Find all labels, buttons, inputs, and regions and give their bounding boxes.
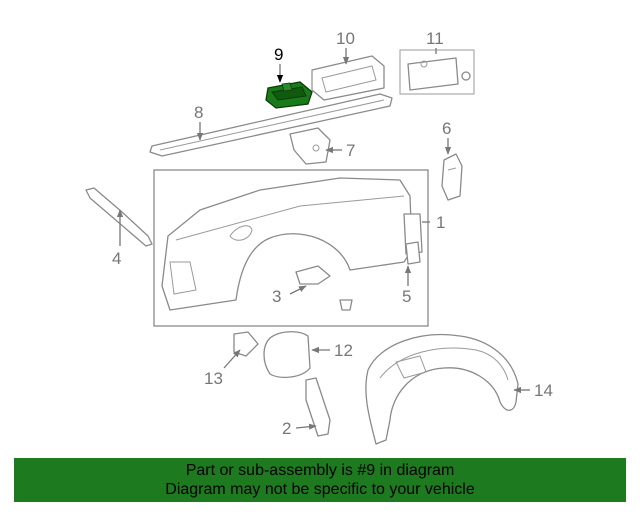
leader-3 [289,285,307,295]
part-1-bed-side[interactable] [161,177,423,311]
callout-9[interactable]: 9 [274,45,283,64]
callout-10[interactable]: 10 [336,29,355,48]
info-banner: Part or sub-assembly is #9 in diagram Di… [14,458,626,502]
callout-13[interactable]: 13 [204,369,223,388]
banner-line-1: Part or sub-assembly is #9 in diagram [185,462,455,479]
callout-6[interactable]: 6 [442,119,451,138]
part-4-rod[interactable] [85,187,153,247]
callout-1[interactable]: 1 [436,213,445,232]
part-6-bracket[interactable] [441,153,463,201]
part-7-bracket[interactable] [289,127,331,165]
part-11-plate[interactable] [399,49,475,95]
plug [339,299,353,311]
part-3-clip[interactable] [295,265,331,285]
part-9-bracket[interactable] [265,81,313,109]
callout-11[interactable]: 11 [426,29,444,48]
part-2-brace[interactable] [305,377,331,437]
part-12-fuel-door[interactable] [263,331,311,379]
bed-side-frame [153,169,429,327]
part-5-bracket[interactable] [405,241,421,265]
parts-diagram: 9 10 11 8 7 6 4 1 3 5 13 12 2 14 [85,29,553,445]
part-10-box[interactable] [311,55,385,101]
leader-13 [223,349,241,369]
callout-14[interactable]: 14 [534,381,553,400]
part-8-rail[interactable] [149,93,393,157]
callout-7[interactable]: 7 [346,141,355,160]
callout-5[interactable]: 5 [402,287,411,306]
banner-line-2: Diagram may not be specific to your vehi… [165,481,475,498]
callout-2[interactable]: 2 [282,419,291,438]
callout-8[interactable]: 8 [194,103,203,122]
leader-2 [295,423,317,430]
part-14-liner[interactable] [365,334,519,445]
callout-4[interactable]: 4 [112,249,121,268]
callout-12[interactable]: 12 [334,341,353,360]
callout-3[interactable]: 3 [272,287,281,306]
